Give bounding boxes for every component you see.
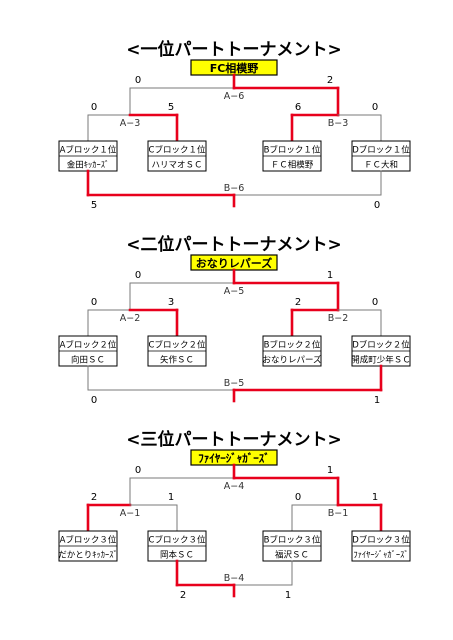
- team-block-label: Bブロック３位: [264, 535, 321, 546]
- team-block-label: Aブロック３位: [60, 535, 117, 546]
- score: 5: [91, 200, 97, 211]
- match-label: A−2: [120, 313, 141, 324]
- bracket-title: <二位パートトーナメント>: [126, 234, 342, 255]
- team-block-label: Bブロック２位: [264, 340, 321, 351]
- team-block-label: Cブロック３位: [149, 535, 206, 546]
- score: 1: [285, 590, 291, 601]
- bracket-title: <一位パートトーナメント>: [126, 39, 342, 60]
- champion-name: ﾌｧｲﾔｰｼﾞｬｶﾞｰｽﾞ: [198, 451, 270, 465]
- score: 0: [91, 395, 97, 406]
- match-label: A−1: [120, 508, 141, 519]
- match-label: A−6: [224, 91, 245, 102]
- score: 0: [91, 102, 97, 113]
- team-block-label: Dブロック２位: [352, 340, 410, 351]
- team-block-label: Cブロック２位: [149, 340, 206, 351]
- match-label: B−1: [328, 508, 349, 519]
- team-block-label: Cブロック１位: [149, 145, 206, 156]
- bracket-title: <三位パートトーナメント>: [126, 429, 342, 450]
- match-label: A−5: [224, 286, 245, 297]
- score: 0: [135, 270, 141, 281]
- score: 1: [168, 492, 174, 503]
- team-name: 矢作ＳＣ: [160, 355, 194, 366]
- team-block-label: Bブロック１位: [264, 145, 321, 156]
- score: 2: [327, 75, 333, 86]
- team-name: 向田ＳＣ: [71, 355, 105, 366]
- team-name: 岡本ＳＣ: [160, 550, 194, 561]
- match-label: B−2: [328, 313, 349, 324]
- score: 0: [135, 75, 141, 86]
- score: 5: [168, 102, 174, 113]
- team-block-label: Aブロック１位: [60, 145, 117, 156]
- team-name: ハリマオＳＣ: [151, 161, 202, 171]
- champion-name: おなりレパーズ: [196, 256, 272, 270]
- score: 3: [168, 297, 174, 308]
- team-name: 福沢ＳＣ: [275, 550, 309, 561]
- team-name: 金田ｷｯｶｰｽﾞ: [67, 160, 110, 171]
- team-name: ﾌｧｲﾔｰｼﾞｬｶﾞｰｽﾞ: [353, 551, 408, 561]
- team-name: だかとりｷｯｶｰｽﾞ: [58, 551, 118, 561]
- match-label: A−4: [224, 481, 245, 492]
- score: 2: [180, 590, 186, 601]
- team-name: ＦＣ大和: [364, 160, 398, 171]
- score: 1: [374, 395, 380, 406]
- score: 0: [372, 102, 378, 113]
- score: 2: [295, 297, 301, 308]
- score: 0: [374, 200, 380, 211]
- champion-name: FC相模野: [210, 61, 259, 75]
- score: 1: [327, 465, 333, 476]
- score: 2: [91, 492, 97, 503]
- score: 0: [295, 492, 301, 503]
- match-label: B−3: [328, 118, 349, 129]
- score: 0: [91, 297, 97, 308]
- team-block-label: Aブロック２位: [60, 340, 117, 351]
- match-label: B−4: [224, 573, 245, 584]
- team-block-label: Dブロック１位: [352, 145, 410, 156]
- score: 1: [372, 492, 378, 503]
- match-label: B−5: [224, 378, 245, 389]
- score: 0: [372, 297, 378, 308]
- score: 1: [327, 270, 333, 281]
- score: 0: [135, 465, 141, 476]
- team-name: ＦＣ相模野: [271, 160, 314, 171]
- team-name: 開成町少年ＳＣ: [351, 355, 411, 366]
- score: 6: [295, 102, 301, 113]
- match-label: A−3: [120, 118, 141, 129]
- match-label: B−6: [224, 183, 245, 194]
- team-name: おなりレパーズ: [262, 355, 322, 366]
- team-block-label: Dブロック３位: [352, 535, 410, 546]
